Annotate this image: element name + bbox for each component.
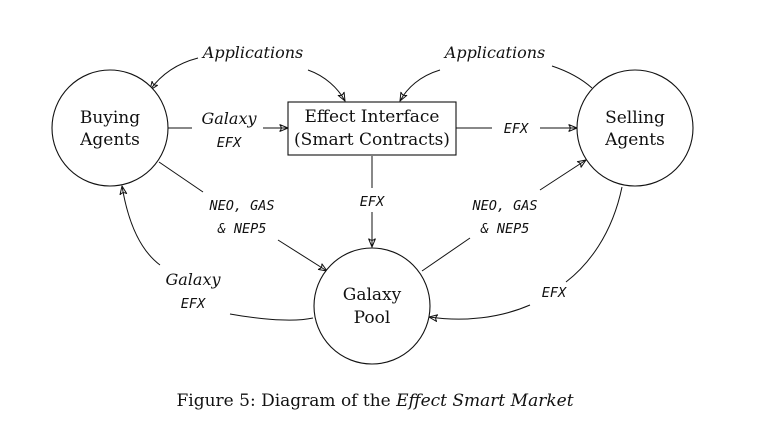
edge-pool-to-buying-arrow [122, 186, 161, 266]
effect-interface-label-line2: (Smart Contracts) [294, 130, 450, 150]
buying-agents-node: Buying Agents [51, 69, 169, 187]
edge-pool-to-selling [421, 237, 471, 272]
galaxy-pool-node: Galaxy Pool [313, 247, 431, 365]
galaxy-pool-label-line2: Pool [354, 308, 391, 328]
selling-agents-label-line1: Selling [605, 108, 665, 128]
label-interface-pool: EFX [360, 194, 385, 210]
label-pool-buying-line2: EFX [181, 296, 206, 312]
edge-applications-to-interface-right [400, 69, 441, 101]
effect-interface-box [287, 101, 457, 156]
selling-agents-node: Selling Agents [576, 69, 694, 187]
edge-pool-to-buying [229, 313, 314, 321]
galaxy-pool-label-line1: Galaxy [343, 285, 402, 305]
label-buying-pool-line1: NEO, GAS [208, 198, 274, 214]
edge-applications-to-interface-left [307, 69, 345, 101]
edge-pool-to-selling-arrow [539, 160, 586, 191]
edge-selling-to-pool [565, 186, 623, 283]
effect-interface-label-line1: Effect Interface [305, 107, 440, 127]
selling-agents-circle [576, 69, 694, 187]
effect-interface-node: Effect Interface (Smart Contracts) [287, 101, 457, 156]
label-applications-left: Applications [201, 43, 303, 62]
figure-caption: Figure 5: Diagram of the Effect Smart Ma… [176, 391, 573, 411]
label-pool-buying-line1: Galaxy [165, 270, 221, 289]
label-buying-pool-line2: & NEP5 [217, 221, 267, 237]
edge-buying-to-pool [158, 161, 204, 193]
label-buying-interface-line1: Galaxy [201, 109, 257, 128]
selling-agents-label-line2: Agents [604, 130, 665, 150]
edge-labels: Applications Applications Galaxy EFX EFX… [165, 43, 567, 312]
edge-buying-to-pool-arrow [277, 239, 327, 271]
buying-agents-label-line1: Buying [80, 108, 140, 128]
label-applications-right: Applications [443, 43, 545, 62]
buying-agents-label-line2: Agents [79, 130, 140, 150]
label-pool-selling-line2: & NEP5 [480, 221, 530, 237]
edges [122, 57, 623, 321]
label-buying-interface-line2: EFX [217, 135, 242, 151]
edge-applications-to-buying [150, 57, 199, 90]
buying-agents-circle [51, 69, 169, 187]
label-interface-selling: EFX [504, 121, 529, 137]
galaxy-pool-circle [313, 247, 431, 365]
edge-applications-to-selling [551, 65, 593, 89]
figure-caption-emphasis: Effect Smart Market [395, 391, 574, 411]
label-selling-pool: EFX [542, 285, 567, 301]
figure-caption-prefix: Figure 5: Diagram of the [176, 391, 396, 411]
edge-selling-to-pool-arrow [429, 304, 531, 319]
label-pool-selling-line1: NEO, GAS [471, 198, 537, 214]
